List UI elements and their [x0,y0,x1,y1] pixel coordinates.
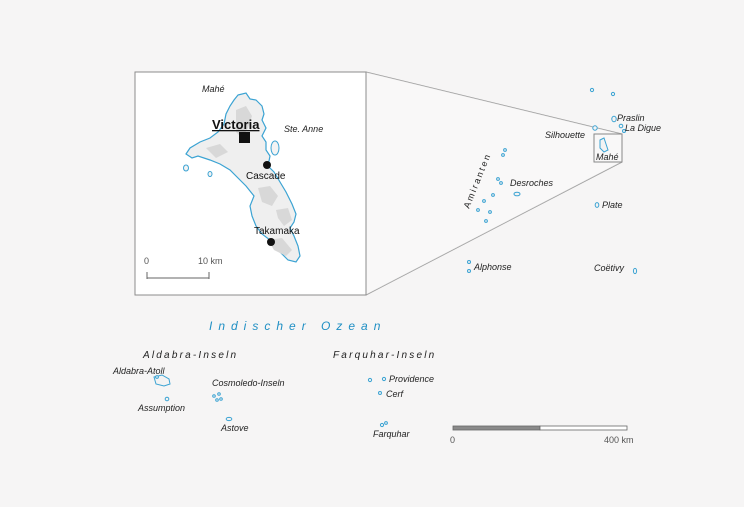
main-scale-bar: 0 400 km [450,425,634,445]
aldabra-islet [155,375,159,379]
label-aldabra-group: Aldabra-Inseln [142,350,238,361]
amirantes-islands [476,148,521,223]
astove-island [225,416,233,422]
scale-zero: 0 [450,435,455,445]
label-mahe: Mahé [596,152,619,162]
inset-scale-bar: 0 10 km [144,256,223,279]
mahe-locator-box [593,133,623,163]
mahe-inset-island [185,92,301,263]
label-coetivy: Coëtivy [594,263,625,273]
ste-anne-islet [270,140,280,156]
capital-marker [239,132,250,143]
cerf-island [378,391,382,395]
label-desroches: Desroches [510,178,554,188]
inset-scale-end: 10 km [198,256,223,266]
label-farquhar: Farquhar [373,429,411,439]
label-cerf: Cerf [386,389,405,399]
label-assumption: Assumption [137,403,185,413]
inset-connector [365,71,623,296]
town-marker-takamaka [267,238,275,246]
providence-island [381,376,387,382]
label-alphonse: Alphonse [473,262,512,272]
assumption-island [164,396,170,402]
therese-islet [183,164,189,172]
label-cosmoledo: Cosmoledo-Inseln [212,378,285,388]
mahe-island-main [599,137,609,153]
label-takamaka[interactable]: Takamaka [254,226,300,237]
label-plate: Plate [602,200,623,210]
inset-scale-zero: 0 [144,256,149,266]
label-providence: Providence [389,374,434,384]
farquhar-island-2 [384,421,388,425]
label-praslin: Praslin [617,113,645,123]
st-pierre-island [367,377,373,383]
scale-end: 400 km [604,435,634,445]
cosmoledo-islands [212,392,223,402]
alphonse-island-2 [467,269,471,273]
label-mahe-inset: Mahé [202,84,225,94]
farquhar-island-1 [379,422,385,428]
label-aldabra-atoll: Aldabra-Atoll [112,366,166,376]
conception-islet [207,171,213,177]
label-astove: Astove [220,423,249,433]
label-silhouette: Silhouette [545,130,585,140]
town-marker-cascade [263,161,271,169]
label-cascade[interactable]: Cascade [246,171,286,182]
label-victoria[interactable]: Victoria [212,117,260,132]
inner-islands [589,87,626,133]
coetivy-island [632,267,638,275]
label-ste-anne: Ste. Anne [284,124,323,134]
alphonse-island-1 [467,260,471,264]
label-la-digue: La Digue [625,123,661,133]
label-farquhar-group: Farquhar-Inseln [333,350,436,361]
ocean-label: Indischer Ozean [209,319,386,333]
plate-island [594,202,600,208]
